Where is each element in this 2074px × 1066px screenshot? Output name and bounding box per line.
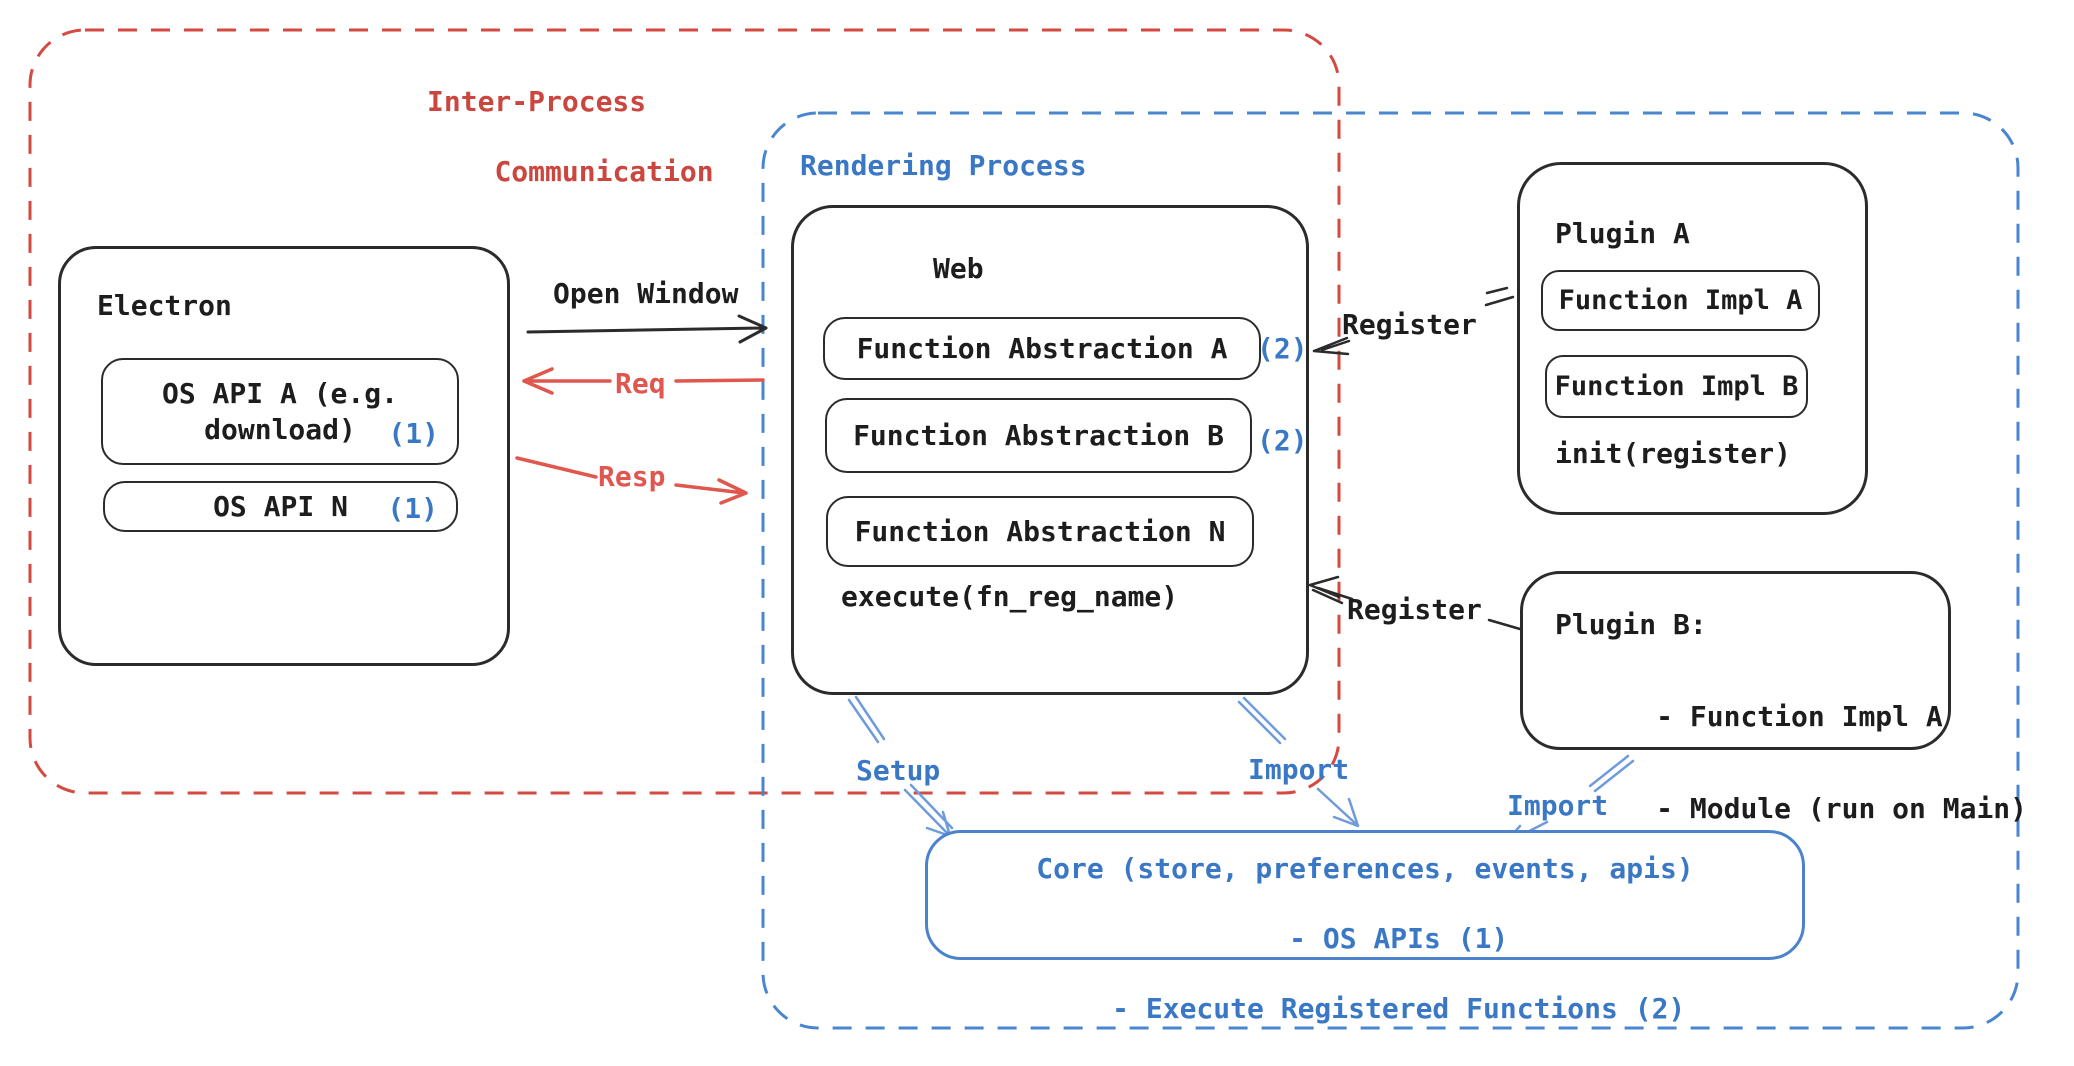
resp-label: Resp: [598, 460, 666, 493]
plugin-b-line2: - Function Impl A: [1656, 700, 1943, 733]
os-api-n-badge: (1): [387, 492, 438, 525]
open-window-arrow: [526, 314, 768, 344]
electron-box: Electron OS API A (e.g. download) (1) OS…: [58, 246, 510, 666]
function-abstraction-b-box: Function Abstraction B: [825, 398, 1252, 473]
import-mid-label: Import: [1248, 753, 1350, 786]
execute-call-text: execute(fn_reg_name): [841, 580, 1179, 613]
setup-label: Setup: [856, 754, 941, 787]
os-api-n-label: OS API N: [213, 489, 348, 523]
open-window-label: Open Window: [553, 277, 739, 310]
rendering-process-label: Rendering Process: [800, 149, 1087, 182]
core-line2: - OS APIs (1): [1289, 922, 1509, 955]
os-api-a-box: OS API A (e.g. download) (1): [101, 358, 459, 465]
os-api-n-box: OS API N (1): [103, 481, 458, 532]
core-line3: - Execute Registered Functions (2): [1112, 992, 1686, 1025]
os-api-a-badge: (1): [388, 417, 439, 450]
plugin-a-init-text: init(register): [1555, 437, 1792, 470]
core-box: Core (store, preferences, events, apis) …: [925, 830, 1805, 1025]
import-right-label: Import: [1507, 789, 1609, 822]
plugin-b-line1: Plugin B:: [1555, 608, 1707, 641]
function-abstraction-a-badge: (2): [1257, 332, 1308, 365]
function-abstraction-a-box: Function Abstraction A: [823, 317, 1261, 380]
ipc-label-line1: Inter-Process: [427, 85, 647, 118]
web-title: Web: [933, 252, 984, 285]
os-api-a-line1: OS API A (e.g.: [161, 376, 398, 410]
plugin-a-box: Plugin A Function Impl A Function Impl B…: [1517, 162, 1868, 515]
ipc-label: Inter-Process Communication: [427, 84, 714, 189]
function-impl-a-box: Function Impl A: [1541, 270, 1820, 331]
register-bottom-label: Register: [1347, 593, 1482, 626]
register-top-label: Register: [1342, 308, 1477, 341]
plugin-b-text: Plugin B: - Function Impl A - Module (ru…: [1555, 602, 2027, 832]
os-api-a-line2: download): [204, 412, 356, 446]
plugin-a-title: Plugin A: [1555, 217, 1690, 250]
plugin-b-line3: - Module (run on Main): [1656, 792, 2028, 825]
function-impl-b-box: Function Impl B: [1545, 355, 1808, 418]
function-abstraction-n-box: Function Abstraction N: [826, 496, 1254, 567]
function-abstraction-b-badge: (2): [1257, 424, 1308, 457]
ipc-label-line2: Communication: [494, 155, 714, 188]
plugin-b-box: Plugin B: - Function Impl A - Module (ru…: [1520, 571, 2027, 825]
electron-title: Electron: [97, 289, 232, 322]
web-box: Web Function Abstraction A (2) Function …: [791, 205, 1309, 695]
req-label: Req: [615, 367, 666, 400]
core-line1: Core (store, preferences, events, apis): [1036, 852, 1694, 885]
